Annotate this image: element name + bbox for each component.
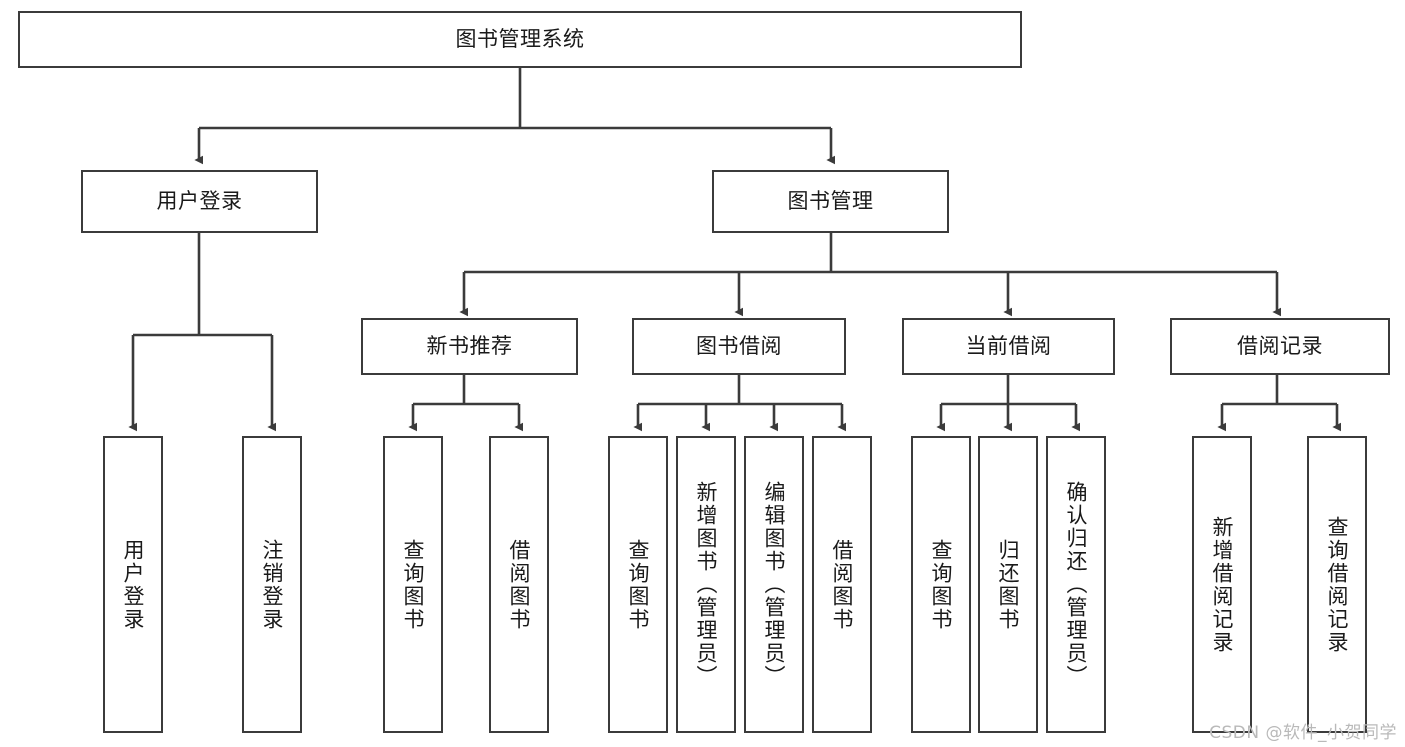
node-label: 确认归还（管理员）: [1064, 481, 1089, 688]
csdn-watermark: CSDN @软件_小贺同学: [1209, 723, 1397, 743]
node-label: 借阅图书: [830, 538, 855, 631]
node-leaf-edit-book[interactable]: 编辑图书（管理员）: [744, 436, 804, 733]
node-new-book-recommend[interactable]: 新书推荐: [361, 318, 578, 375]
node-leaf-query-record[interactable]: 查询借阅记录: [1307, 436, 1367, 733]
node-label: 图书借阅: [696, 334, 782, 359]
node-label: 新增图书（管理员）: [694, 481, 719, 688]
node-label: 借阅图书: [507, 538, 532, 631]
node-leaf-confirm-return[interactable]: 确认归还（管理员）: [1046, 436, 1106, 733]
node-label: 借阅记录: [1237, 334, 1323, 359]
node-label: 查询图书: [626, 538, 651, 631]
node-label: 注销登录: [260, 538, 285, 631]
node-label: 用户登录: [156, 189, 243, 214]
node-leaf-query-book-3[interactable]: 查询图书: [911, 436, 971, 733]
node-leaf-borrow-book-2[interactable]: 借阅图书: [812, 436, 872, 733]
node-leaf-query-book-2[interactable]: 查询图书: [608, 436, 668, 733]
node-borrow-record[interactable]: 借阅记录: [1170, 318, 1390, 375]
node-label: 查询图书: [929, 538, 954, 631]
node-leaf-borrow-book-1[interactable]: 借阅图书: [489, 436, 549, 733]
node-label: 当前借阅: [965, 334, 1052, 359]
node-label: 新增借阅记录: [1210, 515, 1235, 654]
node-current-borrow[interactable]: 当前借阅: [902, 318, 1115, 375]
node-label: 新书推荐: [426, 334, 513, 359]
node-label: 查询借阅记录: [1325, 515, 1350, 654]
node-leaf-add-record[interactable]: 新增借阅记录: [1192, 436, 1252, 733]
node-user-login[interactable]: 用户登录: [81, 170, 318, 233]
node-leaf-query-book-1[interactable]: 查询图书: [383, 436, 443, 733]
node-label: 查询图书: [401, 538, 426, 631]
node-leaf-return-book[interactable]: 归还图书: [978, 436, 1038, 733]
node-label: 图书管理系统: [455, 27, 585, 52]
node-label: 归还图书: [996, 538, 1021, 631]
node-leaf-user-login[interactable]: 用户登录: [103, 436, 163, 733]
node-leaf-add-book[interactable]: 新增图书（管理员）: [676, 436, 736, 733]
node-book-borrow[interactable]: 图书借阅: [632, 318, 846, 375]
node-label: 用户登录: [121, 538, 146, 631]
node-book-manage[interactable]: 图书管理: [712, 170, 949, 233]
node-root-book-management-system[interactable]: 图书管理系统: [18, 11, 1022, 68]
node-label: 编辑图书（管理员）: [762, 481, 787, 688]
node-label: 图书管理: [787, 189, 874, 214]
node-leaf-logout-login[interactable]: 注销登录: [242, 436, 302, 733]
